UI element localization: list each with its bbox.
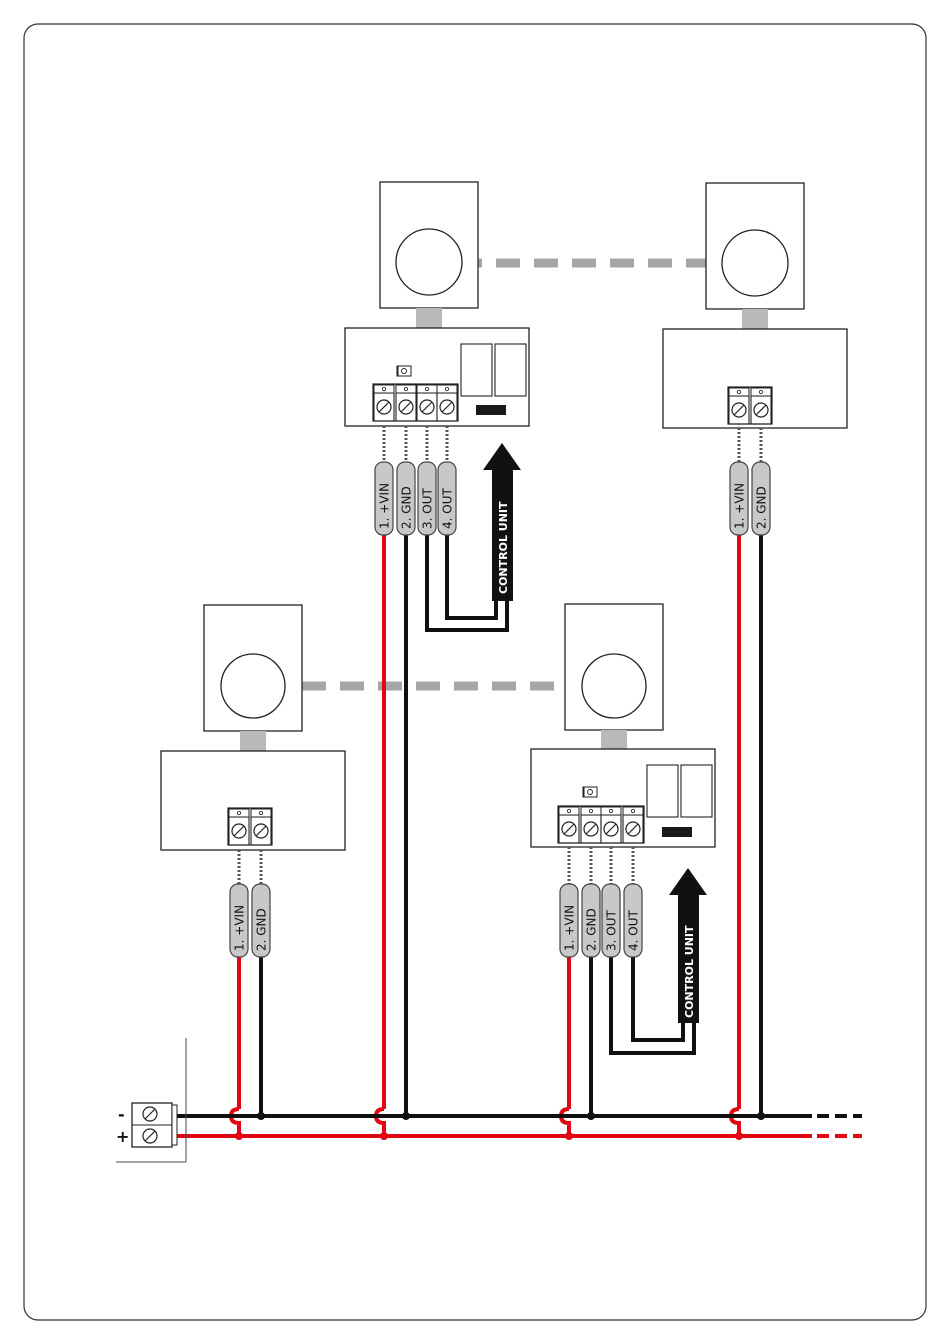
sensor-head-top-left — [380, 182, 478, 328]
control-unit-label-top: CONTROL UNIT — [497, 501, 510, 594]
terminal-block-bottom-right — [558, 806, 644, 843]
screw-terminal-icon — [440, 400, 454, 414]
control-unit-arrow-top: CONTROL UNIT — [483, 443, 521, 601]
sensor-head-top-right — [706, 183, 804, 329]
relay-icon — [461, 344, 492, 396]
pin-label: 3. OUT — [605, 910, 619, 951]
screw-terminal-icon — [604, 822, 618, 836]
screw-terminal-icon — [143, 1107, 157, 1121]
screw-terminal-icon — [584, 822, 598, 836]
pin-label: 4. OUT — [441, 488, 455, 529]
relay-icon — [681, 765, 712, 817]
pin-label: 2. GND — [755, 486, 769, 529]
switch-icon — [397, 366, 411, 376]
led-indicator — [476, 405, 506, 415]
pin-label: 1. +VIN — [233, 905, 247, 951]
minus-sign: - — [118, 1105, 125, 1124]
screw-terminal-icon — [254, 824, 268, 838]
screw-terminal-icon — [732, 403, 746, 417]
pin-label: 1. +VIN — [563, 905, 577, 951]
pin-label: 2. GND — [400, 486, 414, 529]
screw-terminal-icon — [754, 403, 768, 417]
sensor-head-bottom-left — [204, 605, 302, 751]
pin-label: 2. GND — [585, 908, 599, 951]
sensor-head-bottom-right — [565, 604, 663, 750]
connector-plugs-bottom-left: 1. +VIN 2. GND — [230, 850, 270, 957]
screw-terminal-icon — [562, 822, 576, 836]
terminal-block-top-left — [373, 384, 458, 421]
screw-terminal-icon — [626, 822, 640, 836]
led-indicator — [662, 827, 692, 837]
switch-icon — [583, 787, 597, 797]
arrow-up-icon — [669, 868, 707, 895]
control-unit-arrow-bottom: CONTROL UNIT — [669, 868, 707, 1023]
lens-icon — [722, 230, 788, 296]
connector-plugs-bottom-right: 1. +VIN 2. GND 3. OUT 4. OUT — [560, 847, 642, 957]
lens-icon — [582, 654, 646, 718]
lens-icon — [396, 229, 462, 295]
pin-label: 2. GND — [255, 908, 269, 951]
pin-label: 1. +VIN — [733, 483, 747, 529]
control-unit-label-bottom: CONTROL UNIT — [683, 925, 696, 1018]
plus-sign: + — [116, 1127, 129, 1146]
screw-terminal-icon — [377, 400, 391, 414]
connector-plugs-top-left: 1. +VIN 2. GND 3. OUT 4. OUT — [375, 426, 456, 535]
screw-terminal-icon — [232, 824, 246, 838]
screw-terminal-icon — [399, 400, 413, 414]
arrow-up-icon — [483, 443, 521, 470]
relay-icon — [495, 344, 526, 396]
screw-terminal-icon — [143, 1129, 157, 1143]
pin-label: 1. +VIN — [378, 483, 392, 529]
screw-terminal-icon — [420, 400, 434, 414]
pin-label: 4. OUT — [627, 910, 641, 951]
connector-plugs-top-right: 1. +VIN 2. GND — [730, 428, 770, 535]
power-supply-terminal: - + — [116, 1038, 186, 1162]
relay-icon — [647, 765, 678, 817]
lens-icon — [221, 654, 285, 718]
pin-label: 3. OUT — [421, 488, 435, 529]
